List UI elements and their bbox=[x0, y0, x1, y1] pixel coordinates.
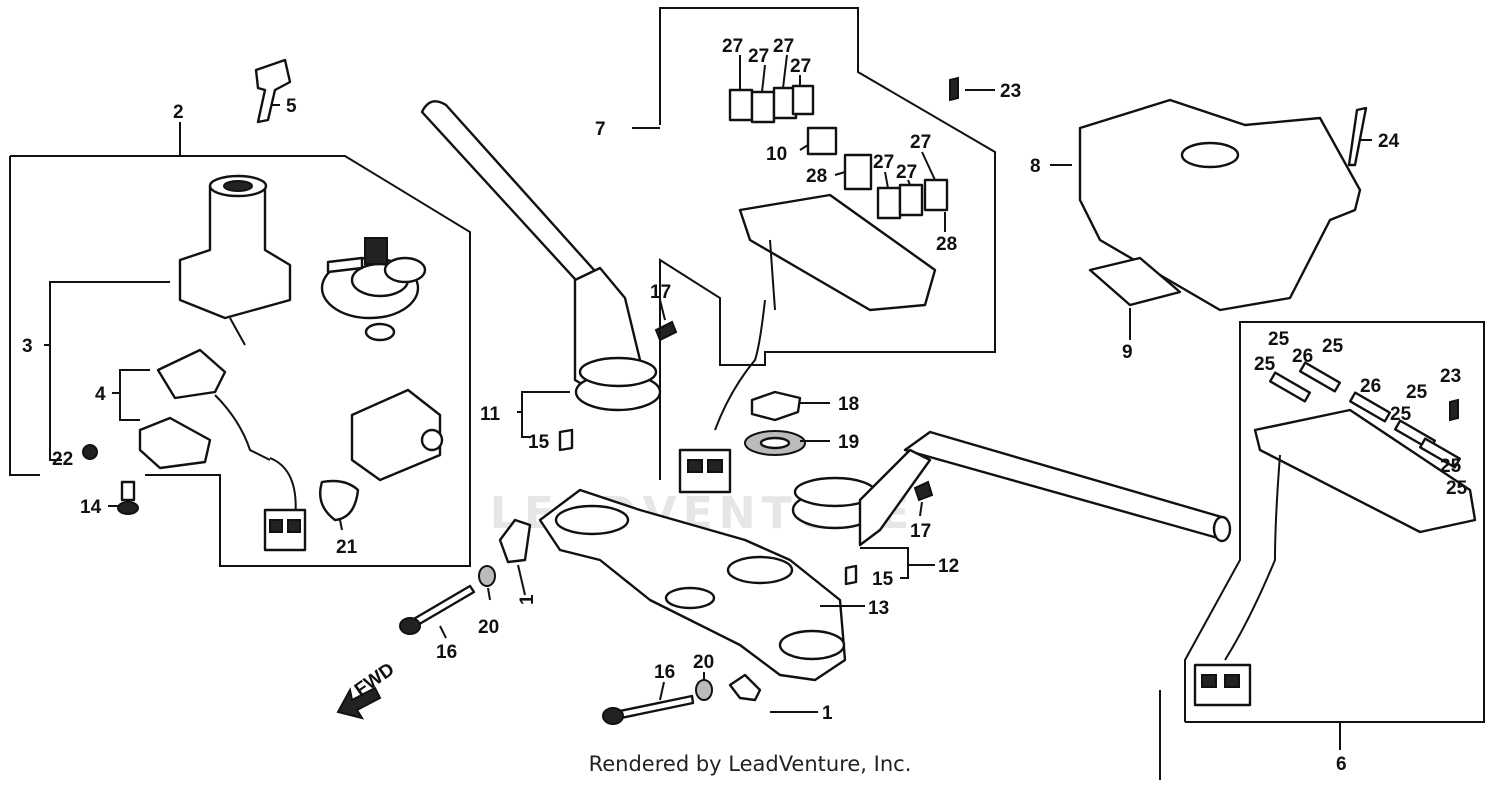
callout-5: 5 bbox=[286, 96, 297, 117]
callout-labels: 2 3 4 5 14 22 21 11 15 17 7 27 27 27 27 … bbox=[22, 36, 1468, 775]
callout-14: 14 bbox=[80, 497, 102, 518]
callout-10: 10 bbox=[766, 144, 787, 165]
callout-28a: 28 bbox=[806, 166, 827, 187]
callout-15a: 15 bbox=[528, 432, 550, 453]
fuse-box-group bbox=[632, 7, 996, 494]
callout-26b: 26 bbox=[1360, 376, 1381, 397]
callout-7: 7 bbox=[595, 119, 606, 140]
callout-17a: 17 bbox=[650, 282, 671, 303]
callout-27e: 27 bbox=[873, 152, 894, 173]
callout-27b: 27 bbox=[748, 46, 769, 67]
callout-3: 3 bbox=[22, 336, 33, 357]
callout-8: 8 bbox=[1030, 156, 1041, 177]
callout-4: 4 bbox=[95, 384, 106, 405]
forward-arrow: FWD bbox=[336, 659, 398, 720]
callout-25e: 25 bbox=[1390, 404, 1412, 425]
left-handlebar-group bbox=[420, 100, 678, 452]
callout-23a: 23 bbox=[1000, 81, 1021, 102]
callout-6: 6 bbox=[1336, 754, 1347, 775]
callout-17b: 17 bbox=[910, 521, 931, 542]
callout-26a: 26 bbox=[1292, 346, 1313, 367]
callout-24: 24 bbox=[1378, 131, 1400, 152]
callout-20b: 20 bbox=[693, 652, 714, 673]
right-handlebar-group bbox=[791, 430, 1232, 586]
right-fuse-group bbox=[1159, 321, 1485, 780]
callout-22: 22 bbox=[52, 449, 73, 470]
callout-25f: 25 bbox=[1440, 456, 1462, 477]
callout-1a: 1 bbox=[517, 594, 538, 605]
callout-19: 19 bbox=[838, 432, 859, 453]
callout-12: 12 bbox=[938, 556, 959, 577]
callout-25c: 25 bbox=[1254, 354, 1276, 375]
callout-25d: 25 bbox=[1406, 382, 1428, 403]
callout-27a: 27 bbox=[722, 36, 743, 57]
callout-13: 13 bbox=[868, 598, 889, 619]
callout-2: 2 bbox=[173, 102, 184, 123]
top-bridge-group bbox=[399, 488, 865, 725]
callout-27g: 27 bbox=[910, 132, 931, 153]
callout-25a: 25 bbox=[1268, 329, 1290, 350]
callout-28b: 28 bbox=[936, 234, 957, 255]
callout-16a: 16 bbox=[436, 642, 457, 663]
callout-27c: 27 bbox=[773, 36, 794, 57]
callout-15b: 15 bbox=[872, 569, 894, 590]
callout-1b: 1 bbox=[822, 703, 833, 724]
callout-27d: 27 bbox=[790, 56, 811, 77]
ignition-switch-group bbox=[9, 58, 471, 567]
callout-16b: 16 bbox=[654, 662, 675, 683]
render-credit-caption: Rendered by LeadVenture, Inc. bbox=[588, 752, 912, 776]
callout-25b: 25 bbox=[1322, 336, 1344, 357]
callout-25g: 25 bbox=[1446, 478, 1468, 499]
callout-23b: 23 bbox=[1440, 366, 1461, 387]
callout-20a: 20 bbox=[478, 617, 499, 638]
callout-11: 11 bbox=[480, 404, 501, 425]
callout-9: 9 bbox=[1122, 342, 1133, 363]
callout-18: 18 bbox=[838, 394, 859, 415]
callout-27f: 27 bbox=[896, 162, 917, 183]
callout-21: 21 bbox=[336, 537, 358, 558]
cover-group bbox=[949, 76, 1372, 340]
